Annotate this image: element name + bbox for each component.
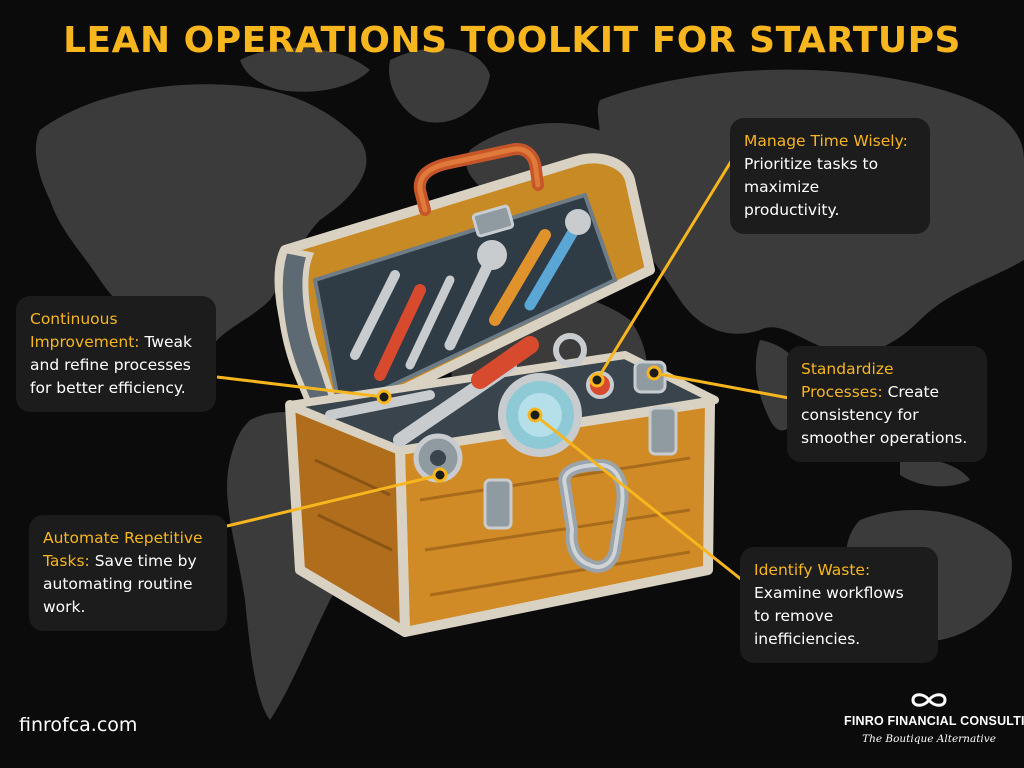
- callout-heading: Continuous Improvement:: [30, 310, 140, 351]
- callout-heading: Standardize Processes:: [801, 360, 894, 401]
- callout-continuous-improvement: Continuous Improvement: Tweak and refine…: [16, 296, 216, 412]
- callout-standardize-processes: Standardize Processes: Create consistenc…: [787, 346, 987, 462]
- callout-heading: Identify Waste:: [754, 561, 871, 579]
- callout-heading: Automate Repetitive Tasks:: [43, 529, 203, 570]
- callout-automate-tasks: Automate Repetitive Tasks: Save time by …: [29, 515, 227, 631]
- website-link[interactable]: finrofca.com: [19, 714, 138, 736]
- callout-body: Examine workflows to remove inefficienci…: [754, 584, 904, 648]
- infinity-logo-icon: [911, 693, 947, 707]
- page-title: LEAN OPERATIONS TOOLKIT FOR STARTUPS: [63, 20, 961, 61]
- callout-body: Save time by automating routine work.: [43, 552, 197, 616]
- brand-tagline: The Boutique Alternative: [862, 733, 996, 745]
- toolbox-illustration: [274, 143, 719, 637]
- callout-heading: Manage Time Wisely:: [744, 132, 908, 150]
- callout-body: Prioritize tasks to maximize productivit…: [744, 155, 879, 219]
- callout-body: Create consistency for smoother operatio…: [801, 383, 968, 447]
- brand-name: FINRO FINANCIAL CONSULTING: [844, 714, 1024, 728]
- callout-body: Tweak and refine processes for better ef…: [30, 333, 193, 397]
- brand-logo: FINRO FINANCIAL CONSULTING The Boutique …: [844, 690, 1024, 745]
- callout-manage-time: Manage Time Wisely: Prioritize tasks to …: [730, 118, 930, 234]
- callout-identify-waste: Identify Waste: Examine workflows to rem…: [740, 547, 938, 663]
